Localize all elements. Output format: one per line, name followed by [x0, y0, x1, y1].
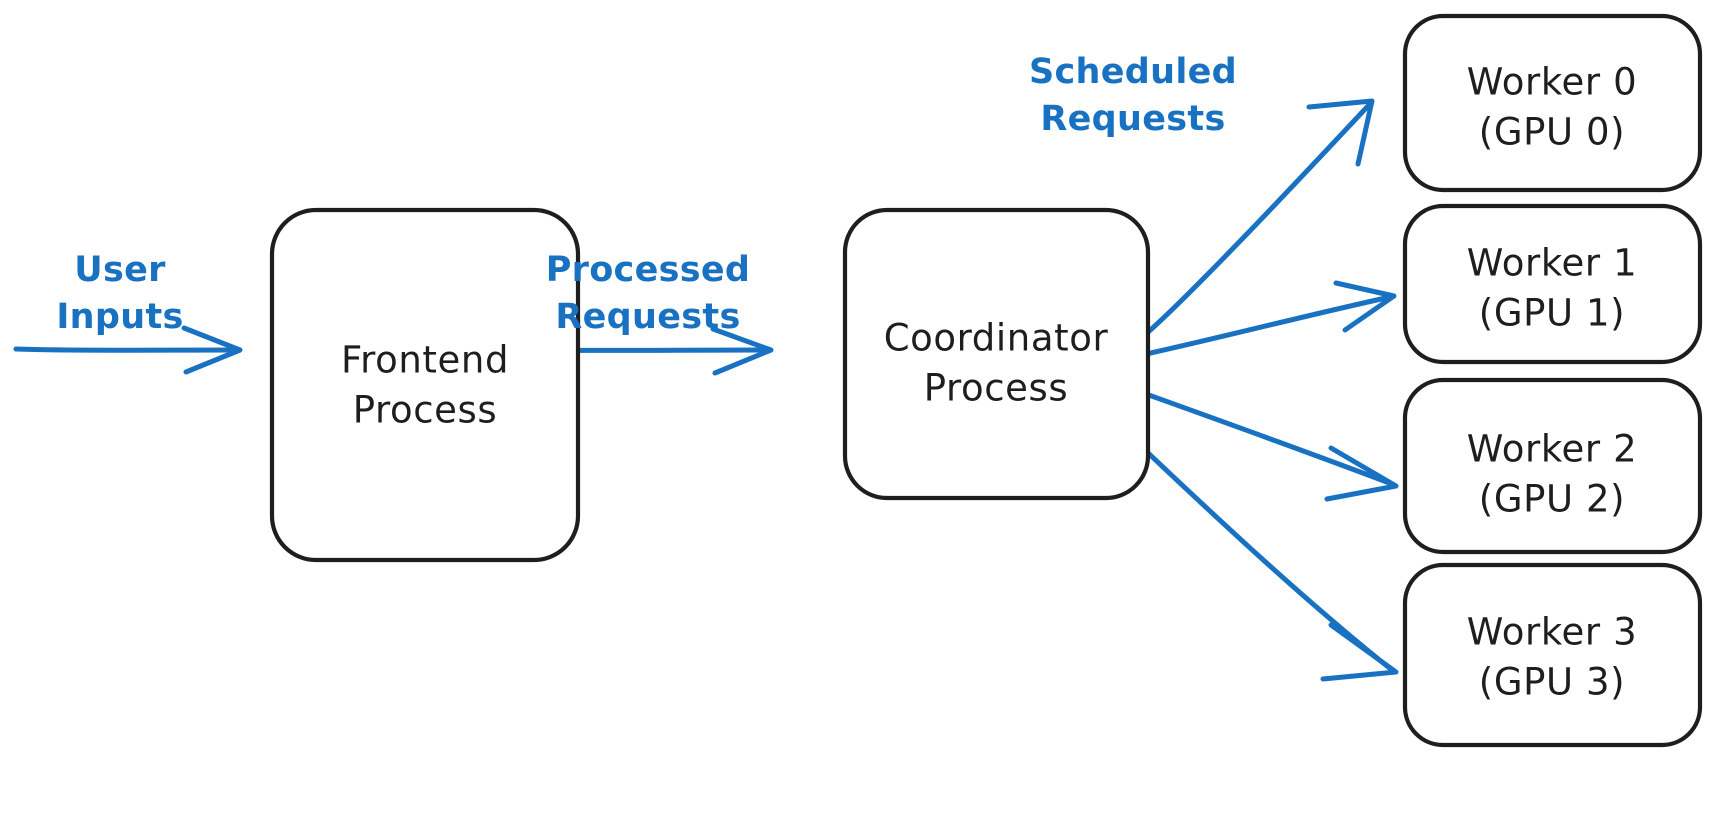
worker0-arrow-shaft [1143, 103, 1371, 337]
worker-0-label-line1: Worker 0 [1467, 61, 1637, 104]
worker1-arrow-shaft [1143, 294, 1393, 357]
worker3-arrow-head [1320, 622, 1399, 682]
worker-3-label-line2: (GPU 3) [1479, 661, 1625, 704]
frontend-process-label-line1: Frontend [341, 339, 509, 382]
worker0-arrow-head [1306, 98, 1375, 167]
scheduled-requests-label-line2: Requests [1040, 99, 1225, 139]
node-worker-1[interactable]: Worker 1 (GPU 1) [1402, 203, 1703, 365]
frontend-process-label-line2: Process [353, 389, 498, 432]
user-inputs-arrow-shaft [13, 346, 240, 353]
edge-user-inputs[interactable] [13, 325, 243, 375]
node-coordinator-process[interactable]: Coordinator Process [842, 207, 1151, 501]
worker-0-label-line2: (GPU 0) [1479, 111, 1625, 154]
frontend-process-box [269, 207, 581, 563]
user-inputs-arrow-head [181, 325, 243, 375]
edge-coordinator-to-worker1[interactable] [1143, 280, 1397, 357]
processed-requests-arrow-head [710, 326, 774, 376]
worker-2-label-line1: Worker 2 [1467, 428, 1637, 471]
node-worker-3[interactable]: Worker 3 (GPU 3) [1402, 562, 1703, 748]
worker-2-box [1402, 377, 1703, 555]
processed-requests-label-line2: Requests [555, 297, 740, 337]
user-inputs-label-line1: User [74, 250, 166, 290]
edge-coordinator-to-worker0[interactable] [1143, 98, 1375, 337]
worker-1-label-line2: (GPU 1) [1479, 292, 1625, 335]
worker-3-label-line1: Worker 3 [1467, 611, 1637, 654]
coordinator-process-label-line2: Process [924, 367, 1069, 410]
coordinator-process-label-line1: Coordinator [884, 317, 1109, 360]
node-frontend-process[interactable]: Frontend Process [269, 207, 581, 563]
node-worker-0[interactable]: Worker 0 (GPU 0) [1402, 13, 1703, 193]
edge-coordinator-to-worker2[interactable] [1143, 391, 1399, 502]
worker-2-label-line2: (GPU 2) [1479, 478, 1625, 521]
worker-3-box [1402, 562, 1703, 748]
edge-coordinator-to-worker3[interactable] [1143, 448, 1399, 682]
worker1-arrow-head [1333, 280, 1397, 333]
worker-0-box [1402, 13, 1703, 193]
worker-1-label-line1: Worker 1 [1467, 242, 1637, 285]
worker3-arrow-shaft [1143, 448, 1395, 673]
edge-label-scheduled-requests: Scheduled Requests [1029, 52, 1237, 139]
node-worker-2[interactable]: Worker 2 (GPU 2) [1402, 377, 1703, 555]
edge-label-processed-requests: Processed Requests [546, 250, 751, 337]
worker2-arrow-shaft [1143, 391, 1395, 487]
coordinator-process-box [842, 207, 1151, 501]
user-inputs-label-line2: Inputs [56, 297, 183, 337]
worker2-arrow-head [1324, 445, 1399, 502]
worker-1-box [1402, 203, 1703, 365]
processed-requests-label-line1: Processed [546, 250, 751, 290]
edge-label-user-inputs: User Inputs [56, 250, 183, 337]
scheduled-requests-label-line1: Scheduled [1029, 52, 1237, 92]
